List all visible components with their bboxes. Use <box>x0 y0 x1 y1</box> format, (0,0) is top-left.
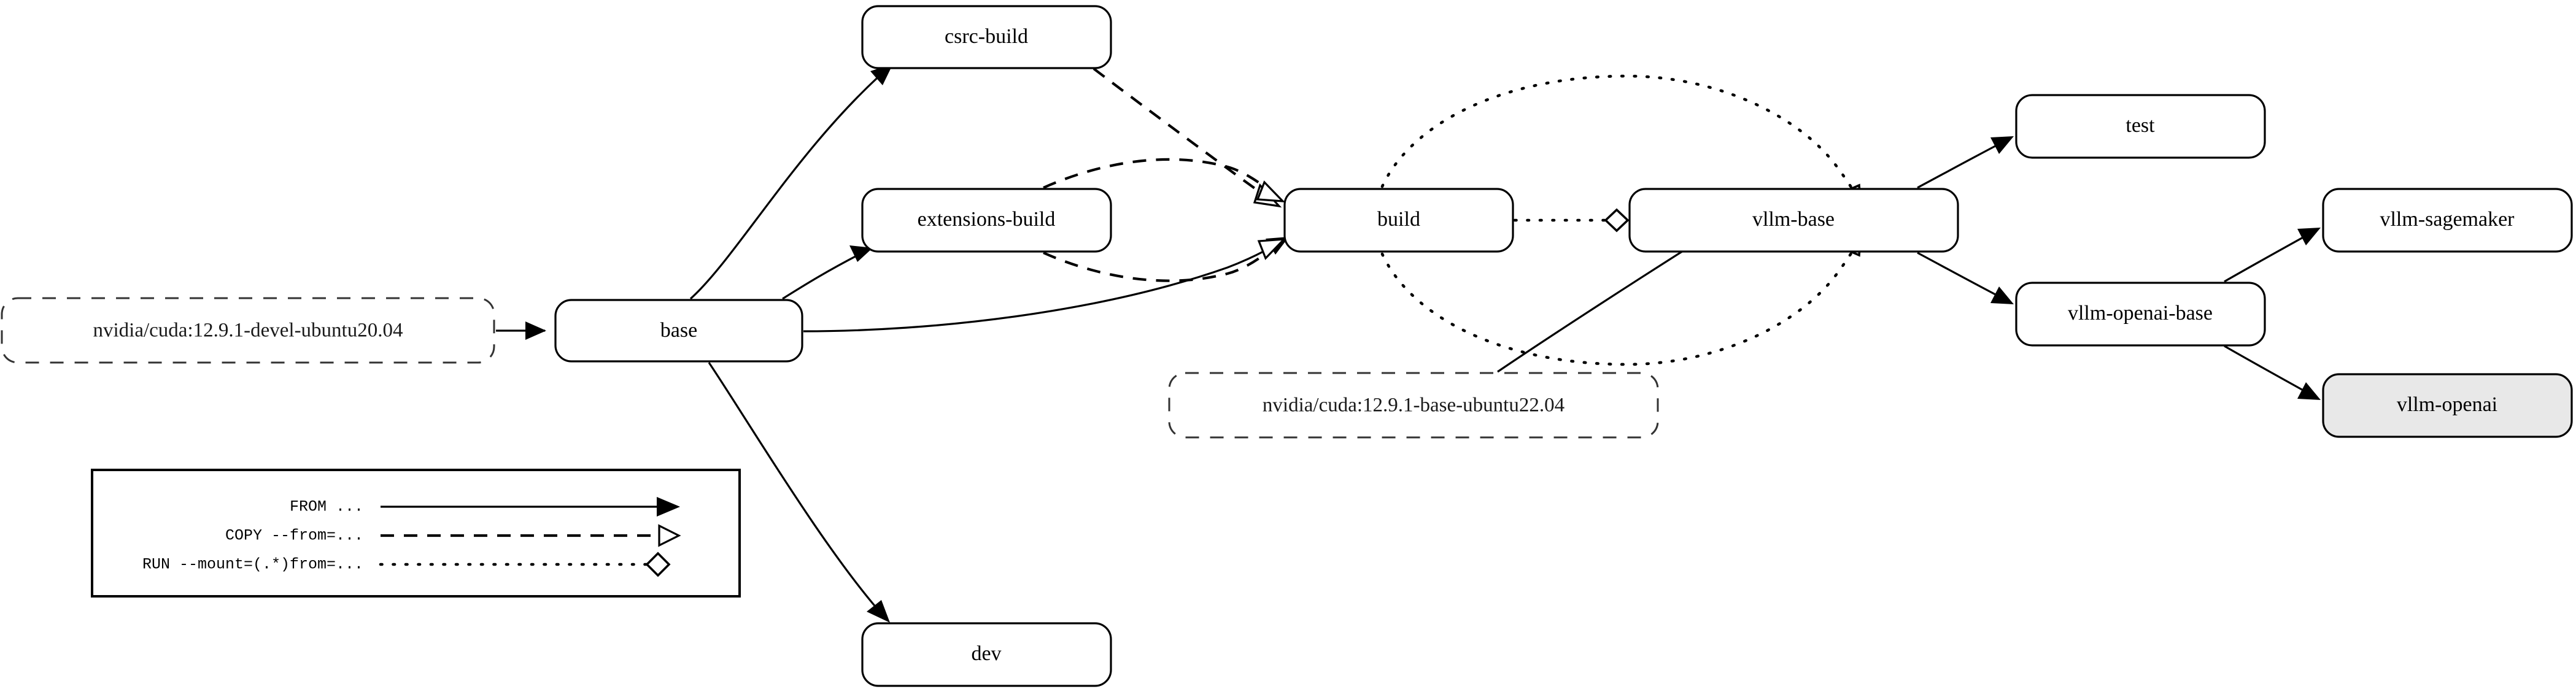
node-label-csrc-build: csrc-build <box>945 25 1028 48</box>
node-vllm-sagemaker[interactable]: vllm-sagemaker <box>2322 188 2573 253</box>
legend-arrowhead-open-diamond-icon <box>645 552 671 577</box>
edge-base-to-csrc-build <box>689 64 893 300</box>
node-csrc-build[interactable]: csrc-build <box>861 5 1112 69</box>
node-label-build: build <box>1377 208 1420 231</box>
legend-label-from: FROM ... <box>290 498 363 516</box>
edge-build-to-vllm-base-top <box>1380 74 1862 209</box>
legend-row-run: RUN --mount=(.*)from=... <box>142 552 671 577</box>
node-label-vllm-sagemaker: vllm-sagemaker <box>2380 208 2515 231</box>
node-ext-base[interactable]: nvidia/cuda:12.9.1-base-ubuntu22.04 <box>1168 372 1659 439</box>
node-test[interactable]: test <box>2015 94 2266 159</box>
legend: FROM ... COPY --from=... RUN --mount=(.*… <box>91 469 741 598</box>
node-vllm-base[interactable]: vllm-base <box>1628 188 1959 253</box>
node-label-ext-base: nvidia/cuda:12.9.1-base-ubuntu22.04 <box>1263 394 1565 417</box>
legend-frame <box>91 469 741 598</box>
node-label-vllm-openai: vllm-openai <box>2397 393 2497 416</box>
node-extensions-build[interactable]: extensions-build <box>861 188 1112 253</box>
edge-build-to-vllm-base-bottom <box>1380 232 1862 366</box>
edge-vllm-openai-base-to-vllm-sagemaker <box>2224 228 2321 283</box>
node-base[interactable]: base <box>554 299 803 363</box>
node-label-extensions-build: extensions-build <box>918 208 1056 231</box>
edge-ext-devel-to-base <box>496 321 546 340</box>
node-vllm-openai-base[interactable]: vllm-openai-base <box>2015 282 2266 347</box>
legend-row-from: FROM ... <box>290 497 680 517</box>
edge-base-to-extensions-build <box>782 245 873 300</box>
legend-arrowhead-open-triangle-icon <box>658 524 681 547</box>
edge-extensions-build-to-build-bottom <box>1043 238 1287 282</box>
edge-base-to-dev <box>708 362 890 623</box>
node-label-vllm-base: vllm-base <box>1752 208 1835 231</box>
edge-csrc-build-to-build <box>1093 67 1282 208</box>
node-vllm-openai[interactable]: vllm-openai <box>2322 373 2573 438</box>
node-ext-devel[interactable]: nvidia/cuda:12.9.1-devel-ubuntu20.04 <box>1 297 495 364</box>
node-label-test: test <box>2125 114 2155 137</box>
edge-extensions-build-to-build-top <box>1043 158 1286 202</box>
node-label-dev: dev <box>971 642 1001 665</box>
node-build[interactable]: build <box>1283 188 1514 253</box>
legend-label-copy: COPY --from=... <box>225 527 363 545</box>
legend-row-copy: COPY --from=... <box>225 524 681 547</box>
node-dev[interactable]: dev <box>861 622 1112 687</box>
node-label-vllm-openai-base: vllm-openai-base <box>2068 302 2213 325</box>
edge-vllm-base-to-vllm-openai-base <box>1917 252 2014 304</box>
node-label-base: base <box>660 319 697 342</box>
edge-vllm-base-to-test <box>1917 136 2014 189</box>
legend-label-run: RUN --mount=(.*)from=... <box>142 556 363 574</box>
legend-arrowhead-solid-triangle-icon <box>657 497 680 517</box>
edge-build-to-vllm-base-middle <box>1513 208 1630 233</box>
edge-vllm-openai-base-to-vllm-openai <box>2224 345 2321 400</box>
node-label-ext-devel: nvidia/cuda:12.9.1-devel-ubuntu20.04 <box>93 320 403 342</box>
nodes-layer: nvidia/cuda:12.9.1-devel-ubuntu20.04 bas… <box>1 5 2573 687</box>
